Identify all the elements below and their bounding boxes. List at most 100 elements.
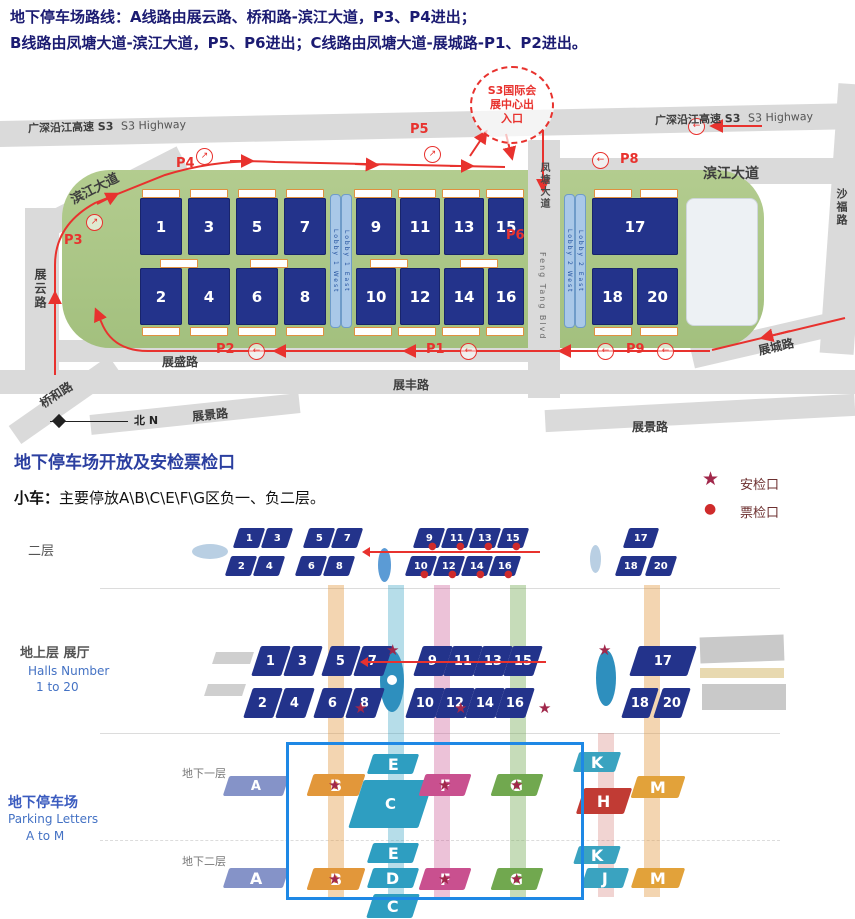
ground-lobby2-oval bbox=[596, 650, 616, 706]
diag-arrow-icon: ↗ bbox=[200, 151, 209, 161]
exhibitor-parking-chip bbox=[354, 189, 392, 198]
hall-16: 16 bbox=[488, 268, 524, 325]
hall-17: 17 bbox=[592, 198, 678, 255]
road-label-zhansheng: 展盛路 bbox=[162, 355, 199, 369]
security-check-icon: ★ bbox=[328, 776, 342, 794]
diag-arrow-icon: ↗ bbox=[90, 217, 99, 227]
truck-yard-strip bbox=[700, 668, 784, 678]
route-c-label: C线路 bbox=[310, 34, 352, 53]
highlight-frame bbox=[286, 742, 584, 900]
road-label-zhanfeng: 展丰路 bbox=[393, 378, 430, 392]
hall-18: 18 bbox=[592, 268, 633, 325]
compass: 北 N bbox=[50, 408, 160, 432]
exhibitor-parking-chip bbox=[286, 189, 324, 198]
parking-entrance-p9: P9 bbox=[626, 342, 645, 357]
exhibitor-parking-chip bbox=[370, 259, 408, 268]
security-check-icon: ★ bbox=[438, 776, 452, 794]
parking-zone-a-b1: A bbox=[222, 776, 290, 796]
floor-label-2f: 二层 bbox=[28, 544, 55, 559]
site-map: 1 3 5 7 2 4 6 8 Lobby 1 West Lobby 1 Eas… bbox=[0, 66, 855, 445]
floor-label-atom: A to M bbox=[26, 829, 65, 843]
hall-5: 5 bbox=[302, 528, 336, 548]
ticket-check-icon: ● bbox=[456, 541, 465, 552]
left-arrow-icon: ← bbox=[692, 121, 701, 131]
lobby-2-west: Lobby 2 West bbox=[564, 194, 575, 328]
exhibitor-parking-chip bbox=[460, 259, 498, 268]
hall-20: 20 bbox=[637, 268, 678, 325]
hall-11: 11 bbox=[400, 198, 440, 255]
left-arrow-icon: ← bbox=[464, 346, 473, 356]
exhibitor-parking-chip bbox=[286, 327, 324, 336]
route-arrow-icon: ← bbox=[597, 343, 614, 360]
exhibitor-parking-chip bbox=[442, 189, 480, 198]
car-note: 小车：主要停放A\B\C\E\F\G区负一、负二层。 bbox=[14, 487, 325, 508]
s3-right-cn: 广深沿江高速 S3 bbox=[654, 111, 741, 128]
route-a-label: A线路 bbox=[130, 8, 172, 26]
compass-label: 北 N bbox=[134, 414, 159, 427]
floor-label-b2: 地下二层 bbox=[182, 855, 226, 868]
hall-14: 14 bbox=[444, 268, 484, 325]
exhibitor-parking-chip bbox=[594, 189, 632, 198]
exhibitor-parking-chip bbox=[142, 327, 180, 336]
car-note-label: 小车： bbox=[14, 489, 60, 507]
lobby-2-west-label: Lobby 2 West bbox=[566, 228, 573, 294]
truck-yard-building bbox=[702, 684, 786, 710]
route-arrow-icon: ← bbox=[460, 343, 477, 360]
exhibitor-parking-chip bbox=[442, 327, 480, 336]
parking-levels-diagram: 地下停车场开放及安检票检口 ★ 安检口 ● 票检口 小车：主要停放A\B\C\E… bbox=[0, 445, 855, 919]
security-check-icon: ★ bbox=[328, 870, 342, 888]
route-arrow-icon: ↗ bbox=[196, 148, 213, 165]
ground-flow-arrowhead bbox=[360, 657, 368, 667]
hall-2: 2 bbox=[224, 556, 258, 576]
ticket-check-icon: ● bbox=[704, 501, 717, 517]
ground-flow-arrow bbox=[368, 661, 546, 663]
hall-15: 15 bbox=[488, 198, 524, 255]
level-separator bbox=[100, 840, 780, 841]
hall-17: 17 bbox=[629, 646, 697, 676]
security-check-icon: ★ bbox=[510, 870, 524, 888]
route-c-text: 由凤塘大道-展城路-P1、P2进出。 bbox=[351, 34, 587, 53]
route-arrow-icon: ← bbox=[657, 343, 674, 360]
hall-4: 4 bbox=[252, 556, 286, 576]
route-arrow-icon: ← bbox=[248, 343, 265, 360]
hall-18: 18 bbox=[614, 556, 648, 576]
parking-zone-j-b2: J bbox=[580, 868, 630, 888]
floor-label-parking: 地下停车场 bbox=[8, 795, 78, 811]
hall-10: 10 bbox=[356, 268, 396, 325]
security-check-icon: ★ bbox=[386, 641, 400, 659]
level2-concourse-oval bbox=[192, 544, 228, 559]
compass-line bbox=[50, 421, 128, 422]
entrance-line-2: 展中心出 bbox=[490, 97, 534, 111]
exhibitor-parking-chip bbox=[160, 259, 198, 268]
parking-entrance-p8: P8 bbox=[620, 152, 639, 167]
road-label-zhanyun: 展云路 bbox=[33, 268, 47, 310]
left-arrow-icon: ← bbox=[661, 346, 670, 356]
diag-arrow-icon: ↗ bbox=[428, 149, 437, 159]
route-title: 地下停车场路线： bbox=[10, 8, 131, 26]
s3-entrance-badge: S3国际会 展中心出 入口 bbox=[470, 66, 554, 144]
s3-left-cn: 广深沿江高速 S3 bbox=[27, 119, 114, 136]
level2-flow-arrowhead bbox=[362, 547, 370, 557]
exhibitor-parking-chip bbox=[594, 327, 632, 336]
route-description: 地下停车场路线：A线路由展云路、桥和路-滨江大道，P3、P4进出； B线路由凤塘… bbox=[10, 4, 850, 57]
parking-entrance-p2: P2 bbox=[216, 342, 235, 357]
lobby-1-west: Lobby 1 West bbox=[330, 194, 341, 328]
hall-1: 1 bbox=[232, 528, 266, 548]
hall-17: 17 bbox=[622, 528, 660, 548]
road-zhanfeng bbox=[0, 370, 855, 394]
parking-zone-a-b2: A bbox=[222, 868, 290, 888]
exhibitor-parking-chip bbox=[640, 189, 678, 198]
left-arrow-icon: ← bbox=[252, 346, 261, 356]
security-check-icon: ★ bbox=[354, 699, 368, 717]
hall-6: 6 bbox=[294, 556, 328, 576]
floor-label-halls-number: Halls Number bbox=[28, 664, 110, 678]
route-line-1: 地下停车场路线：A线路由展云路、桥和路-滨江大道，P3、P4进出； bbox=[10, 4, 850, 30]
security-check-icon: ★ bbox=[598, 641, 612, 659]
s3-right-en: S3 Highway bbox=[747, 109, 814, 125]
route-line-2: B线路由凤塘大道-滨江大道，P5、P6进出；C线路由凤塘大道-展城路-P1、P2… bbox=[10, 30, 850, 56]
ticket-check-icon: ● bbox=[512, 541, 521, 552]
exhibitor-parking-chip bbox=[486, 189, 524, 198]
ticket-check-icon: ● bbox=[448, 569, 457, 580]
floor-label-1to20: 1 to 20 bbox=[36, 680, 79, 694]
